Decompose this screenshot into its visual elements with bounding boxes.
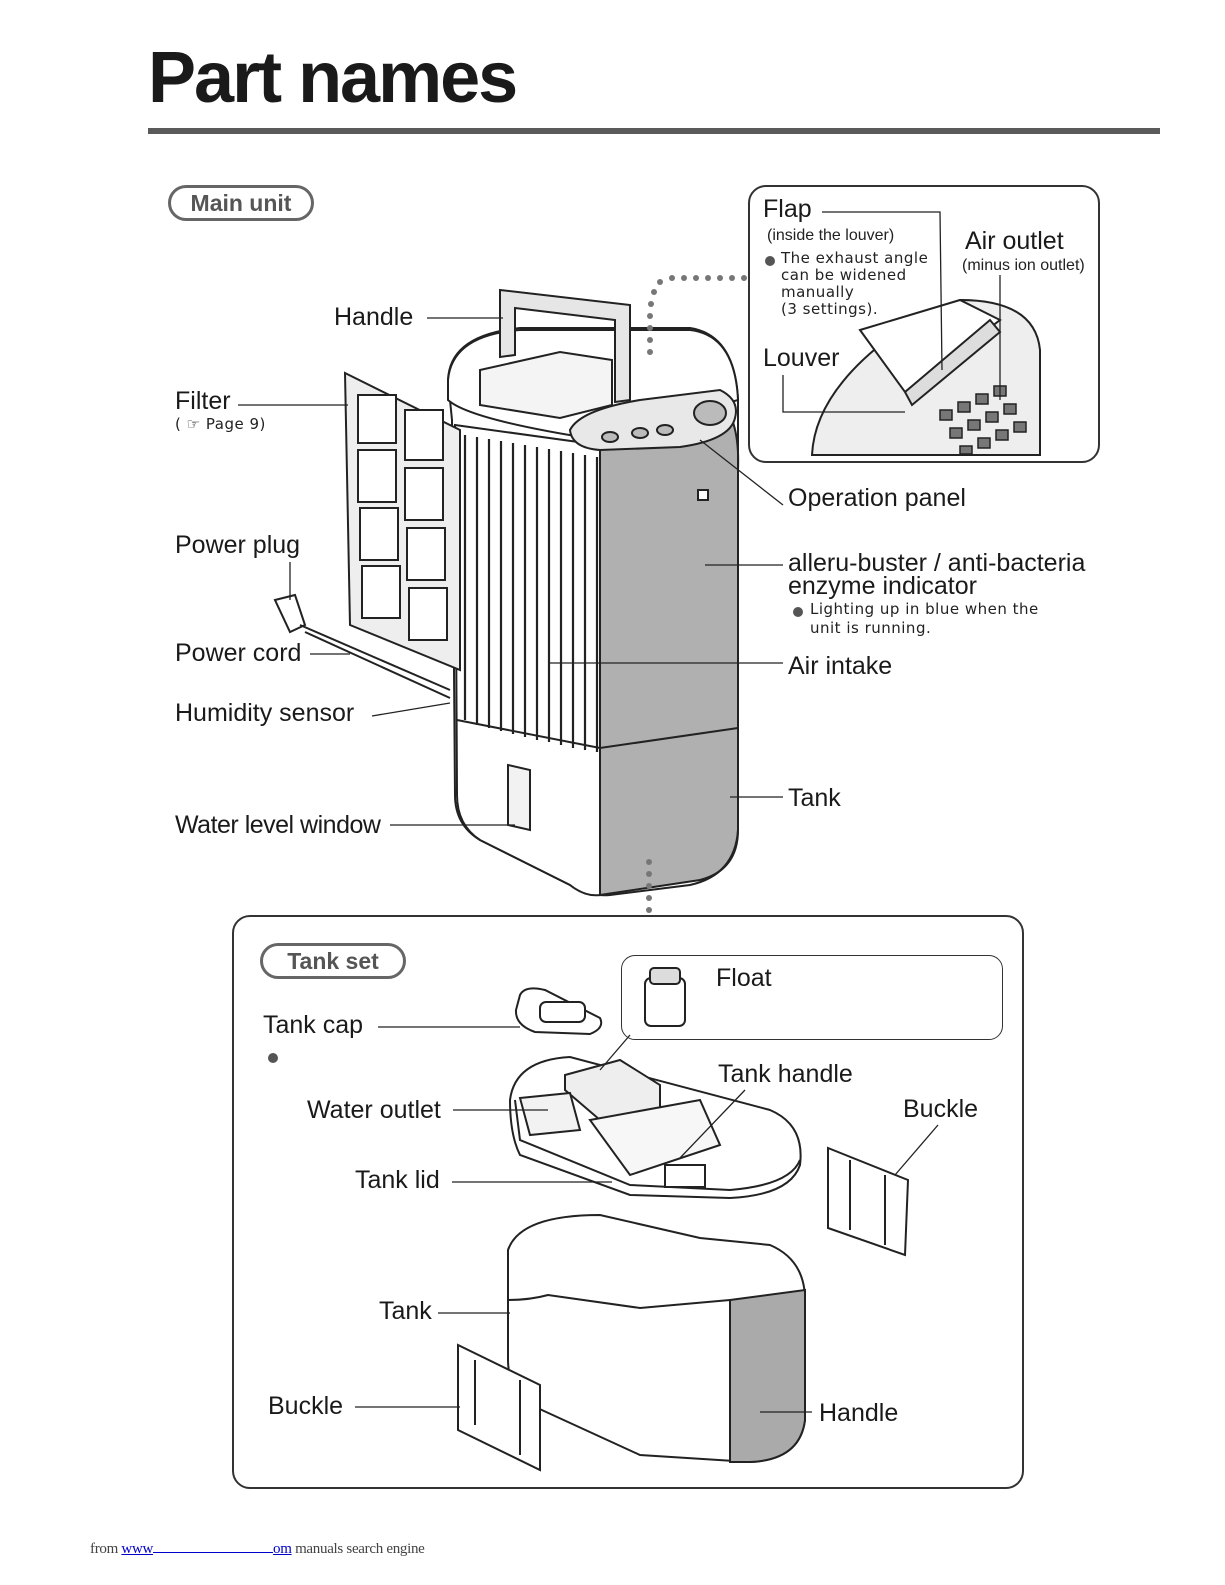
float-art — [644, 967, 686, 1027]
tank-cap-art — [514, 987, 603, 1036]
leader-lines-main — [238, 317, 784, 826]
label-indicator-line2: enzyme indicator — [788, 572, 977, 600]
pointing-hand-icon: ☞ — [186, 415, 201, 433]
footer-source: from www om manuals search engine — [90, 1540, 425, 1558]
label-tank-cap: Tank cap — [263, 1011, 364, 1039]
label-power-plug: Power plug — [175, 531, 301, 559]
indicator-note-line1: Lighting up in blue when the — [810, 600, 1039, 618]
power-plug — [273, 593, 451, 699]
air-outlet-note: (minus ion outlet) — [962, 257, 1085, 274]
label-operation-panel: Operation panel — [788, 484, 966, 512]
leader-lines-tank — [355, 1026, 939, 1413]
flap-note: (inside the louver) — [767, 227, 895, 244]
filter-ref-page: Page 9) — [205, 415, 266, 433]
label-float: Float — [716, 964, 772, 992]
footer-suffix: manuals search engine — [295, 1541, 425, 1557]
float-box — [621, 955, 1003, 1040]
air-intake-grille — [463, 435, 599, 752]
section-label-tank-set: Tank set — [260, 943, 406, 979]
page-title: Part names — [148, 38, 518, 118]
tank-lid-art — [508, 1055, 802, 1200]
label-air-outlet: Air outlet — [965, 227, 1064, 255]
title-divider — [148, 128, 1160, 134]
tank-art — [507, 1213, 806, 1464]
flap-desc-line3: manually — [781, 283, 855, 301]
label-tank-handle: Tank handle — [718, 1060, 853, 1088]
label-handle: Handle — [334, 303, 414, 331]
flap-desc-line2: can be widened — [781, 266, 907, 284]
label-flap: Flap — [763, 195, 812, 223]
section-label-main-unit: Main unit — [168, 185, 314, 221]
bullet-icon — [268, 1053, 278, 1063]
label-filter: Filter — [175, 387, 231, 415]
tank-set-box — [232, 915, 1024, 1489]
indicator-note-line2: unit is running. — [810, 619, 932, 637]
louver-detail — [810, 298, 1041, 456]
label-water-outlet: Water outlet — [307, 1096, 441, 1124]
label-buckle-left: Buckle — [268, 1392, 344, 1420]
footer-link-end[interactable]: om — [273, 1541, 292, 1557]
dotted-connectors — [646, 275, 747, 913]
flap-desc-line4: (3 settings). — [781, 300, 879, 318]
footer-link-start[interactable]: www — [121, 1541, 154, 1557]
label-tank: Tank — [788, 784, 841, 812]
flap-desc-line1: The exhaust angle — [781, 249, 929, 267]
footer-link-gap — [153, 1540, 274, 1553]
label-tank-lid: Tank lid — [355, 1166, 440, 1194]
label-tank-set-handle: Handle — [819, 1399, 899, 1427]
label-air-intake: Air intake — [788, 652, 893, 680]
label-power-cord: Power cord — [175, 639, 302, 667]
label-louver: Louver — [763, 344, 840, 372]
footer-link[interactable]: www om — [121, 1541, 291, 1557]
filter-panel — [343, 371, 461, 672]
footer-prefix: from — [90, 1541, 118, 1557]
filter-ref-open: ( — [175, 415, 182, 433]
bullet-icon — [765, 256, 775, 266]
dehumidifier-body — [446, 288, 740, 897]
label-indicator-line1: alleru-buster / anti-bacteria — [788, 549, 1086, 577]
filter-page-ref: ( ☞ Page 9) — [175, 416, 266, 433]
label-buckle-right: Buckle — [903, 1095, 979, 1123]
label-water-level-window: Water level window — [175, 811, 381, 839]
leader-lines-inset — [782, 211, 1001, 413]
louver-inset-box — [748, 185, 1100, 463]
bullet-icon — [793, 607, 803, 617]
buckle-art — [457, 1146, 910, 1472]
label-humidity-sensor: Humidity sensor — [175, 699, 355, 727]
label-tank-set-tank: Tank — [379, 1297, 432, 1325]
